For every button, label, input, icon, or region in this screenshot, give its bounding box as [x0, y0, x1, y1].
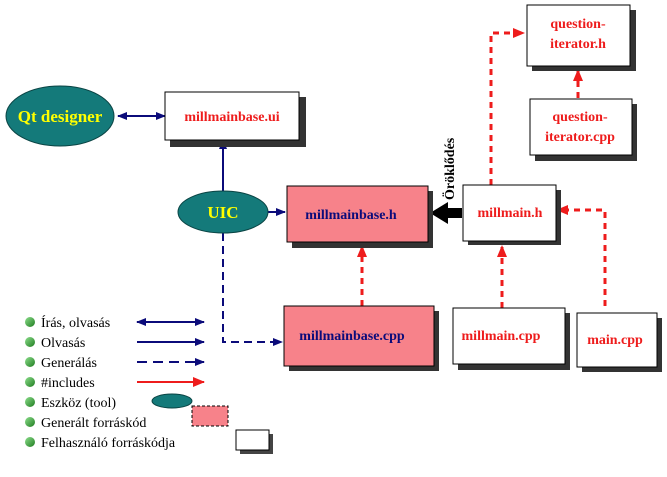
legend-label-read-write: Írás, olvasás — [41, 314, 110, 331]
question-iterator-cpp-label-line1: question- — [552, 110, 608, 125]
legend-bullet-icon — [25, 417, 35, 427]
millmainbase-cpp-box: millmainbase.cpp — [283, 305, 439, 371]
question-iterator-cpp-box: question- iterator.cpp — [529, 98, 637, 161]
legend: Írás, olvasás Olvasás Generálás #include… — [25, 314, 273, 454]
millmainbase-ui-box: millmainbase.ui — [164, 91, 306, 147]
inheritance-arrow — [430, 202, 462, 224]
legend-label-includes: #includes — [41, 376, 95, 391]
qt-designer-label: Qt designer — [18, 107, 103, 126]
legend-bullet-icon — [25, 357, 35, 367]
qt-designer-tool: Qt designer — [5, 85, 115, 147]
legend-tool-ellipse — [151, 393, 193, 409]
millmainbase-h-label: millmainbase.h — [305, 208, 397, 223]
millmain-cpp-box: millmain.cpp — [452, 307, 570, 370]
legend-label-tool: Eszköz (tool) — [41, 396, 116, 411]
legend-bullet-icon — [25, 377, 35, 387]
millmainbase-ui-label: millmainbase.ui — [184, 110, 279, 125]
question-iterator-h-label-line2: iterator.h — [550, 37, 606, 52]
millmain-h-includes-question-iterator-h-arrow — [489, 28, 525, 185]
uic-label: UIC — [207, 203, 238, 222]
legend-label-read: Olvasás — [41, 336, 85, 351]
legend-generated-box — [191, 405, 229, 427]
inheritance-label: Öröklődés — [441, 137, 458, 200]
legend-user-box — [235, 429, 270, 451]
main-cpp-includes-millmain-h-arrow — [556, 205, 607, 306]
question-iterator-h-box: question- iterator.h — [526, 4, 636, 71]
legend-bullet-icon — [25, 397, 35, 407]
legend-bullet-icon — [25, 337, 35, 347]
question-iterator-cpp-label-line2: iterator.cpp — [545, 130, 615, 145]
legend-label-generate: Generálás — [41, 356, 97, 371]
millmain-h-box: millmain.h — [462, 184, 561, 245]
legend-bullet-icon — [25, 437, 35, 447]
question-iterator-h-label-line1: question- — [550, 17, 606, 32]
millmainbase-h-box: millmainbase.h — [286, 185, 433, 248]
uic-tool: UIC — [177, 190, 269, 234]
legend-label-generated-source: Generált forráskód — [41, 416, 146, 431]
legend-bullet-icon — [25, 317, 35, 327]
uic-generates-cpp-arrow — [222, 233, 283, 346]
legend-label-user-source: Felhasználó forráskódja — [41, 436, 176, 451]
millmain-h-label: millmain.h — [478, 206, 543, 221]
main-cpp-label: main.cpp — [587, 333, 643, 348]
millmainbase-cpp-label: millmainbase.cpp — [299, 329, 405, 344]
millmain-cpp-label: millmain.cpp — [462, 329, 541, 344]
main-cpp-box: main.cpp — [576, 312, 662, 372]
